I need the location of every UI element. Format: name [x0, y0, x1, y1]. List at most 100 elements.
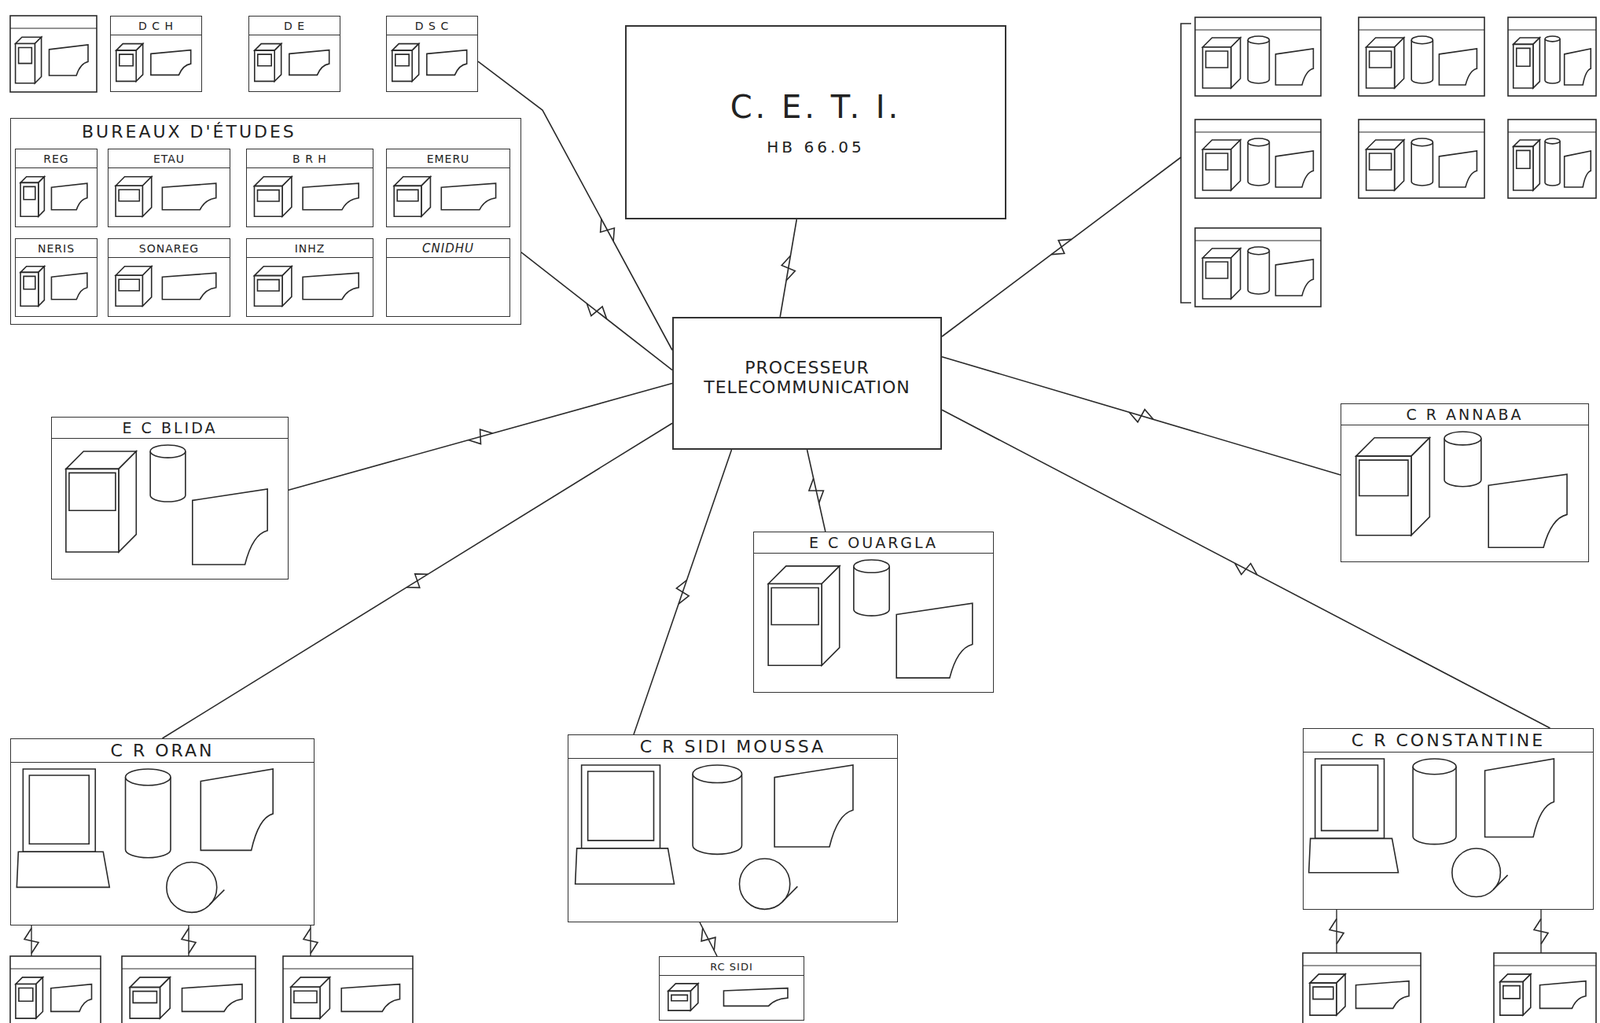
printer-paper: [51, 272, 87, 300]
site-box: NERIS: [14, 238, 98, 317]
disk-top: [1444, 431, 1482, 446]
equipment-icons: [11, 739, 316, 927]
printer-paper: [723, 988, 788, 1007]
equipment-box: [1493, 952, 1597, 1023]
link-line: [779, 219, 797, 317]
group-heading: BUREAUX D'ÉTUDES: [81, 121, 297, 142]
equipment-box: [283, 956, 413, 1023]
site-label: RC SIDI: [709, 960, 754, 973]
terminal-front: [254, 50, 275, 81]
equipment-box: [1358, 17, 1485, 96]
terminal-side: [1533, 139, 1540, 191]
equipment-box: [1302, 952, 1421, 1023]
keyboard: [16, 851, 110, 887]
disk-top: [1544, 138, 1560, 144]
site-label: EMERU: [426, 152, 471, 166]
terminal-screen: [1206, 261, 1229, 279]
terminal-side: [282, 266, 292, 306]
site-box: CNIDHU: [386, 238, 511, 317]
terminal-screen: [257, 190, 280, 202]
terminal-screen: [18, 47, 33, 64]
printer-paper: [1275, 259, 1314, 296]
lightning-mark: [1533, 919, 1549, 945]
equipment-icons: [754, 532, 995, 694]
site-label: D C H: [138, 19, 174, 33]
equipment-box: [10, 956, 101, 1023]
title-bar-line: [1358, 131, 1485, 133]
title-bar-line: [283, 967, 413, 969]
keyboard: [575, 848, 675, 884]
lightning-mark: [809, 478, 824, 503]
title-bar: REG: [15, 149, 97, 169]
terminal-screen: [1359, 459, 1409, 496]
disk-body: [150, 451, 186, 502]
printer-paper: [1438, 150, 1477, 188]
title-bar: EMERU: [386, 149, 510, 169]
box-outline: [1358, 119, 1485, 199]
terminal-screen: [771, 588, 819, 626]
site-box: C R ORAN: [10, 738, 315, 926]
terminal-front: [1356, 456, 1412, 536]
terminal-side: [282, 176, 292, 217]
terminal-screen: [1206, 153, 1229, 170]
printer-paper: [341, 984, 400, 1012]
title-bar-line: [121, 967, 256, 969]
equipment-box: [1508, 17, 1597, 96]
lightning-mark: [600, 219, 615, 242]
disk-top: [150, 445, 186, 458]
printer-paper: [426, 50, 468, 76]
title-bar-line: [1358, 29, 1485, 30]
site-label: D S C: [415, 19, 449, 33]
terminal-screen: [1369, 153, 1392, 170]
monitor: [22, 768, 96, 852]
terminal-side: [411, 44, 419, 82]
lightning-mark: [468, 429, 493, 444]
box-outline: [1358, 17, 1485, 96]
title-bar-line: [1493, 964, 1597, 966]
printer-paper: [1438, 48, 1477, 85]
lightning-mark: [701, 927, 716, 950]
link-group: [941, 409, 1551, 729]
site-box: RC SIDI: [658, 956, 805, 1021]
terminal-front: [1202, 257, 1232, 299]
site-label: C R CONSTANTINE: [1351, 730, 1545, 751]
printer-paper: [896, 603, 973, 678]
disk-body: [1247, 250, 1269, 295]
site-box: D S C: [386, 15, 479, 92]
terminal-side: [1231, 139, 1241, 191]
terminal-side: [1336, 974, 1346, 1016]
terminal-front: [1202, 47, 1232, 89]
terminal-side: [421, 176, 431, 217]
disk-body: [1247, 40, 1269, 84]
terminal-front: [290, 986, 320, 1019]
link-line: [941, 356, 1341, 475]
terminal-side: [1231, 248, 1241, 299]
terminal-front: [1366, 149, 1395, 191]
site-box: REG: [14, 148, 98, 228]
title-bar: D C H: [110, 16, 202, 36]
terminal-side: [1231, 37, 1241, 89]
terminal-screen: [1516, 47, 1531, 67]
site-box: E C OUARGLA: [753, 531, 994, 693]
box-title: C. E. T. I.: [730, 88, 902, 126]
box-outline: [1302, 952, 1421, 1023]
box-outline: [1508, 17, 1597, 96]
terminal-front: [1513, 44, 1534, 89]
terminal-screen: [395, 54, 409, 67]
printer-paper: [774, 765, 854, 847]
site-label: D E: [283, 19, 306, 33]
processor-box: PROCESSEUR TELECOMMUNICATION: [672, 316, 942, 450]
terminal-screen: [69, 472, 116, 511]
terminal-screen: [257, 54, 272, 67]
terminal-side: [38, 266, 45, 306]
terminal-side: [1411, 437, 1430, 536]
terminal-side: [1533, 37, 1540, 89]
printer-paper: [161, 272, 216, 300]
computer-centre-box: C. E. T. I.HB 66.05: [625, 25, 1007, 220]
lightning-mark: [781, 255, 795, 281]
lightning-mark: [1051, 239, 1072, 254]
terminal-front: [393, 185, 422, 217]
box-outline: [283, 956, 413, 1023]
equipment-box: [1508, 119, 1597, 199]
title-bar: C R ANNABA: [1341, 404, 1589, 426]
